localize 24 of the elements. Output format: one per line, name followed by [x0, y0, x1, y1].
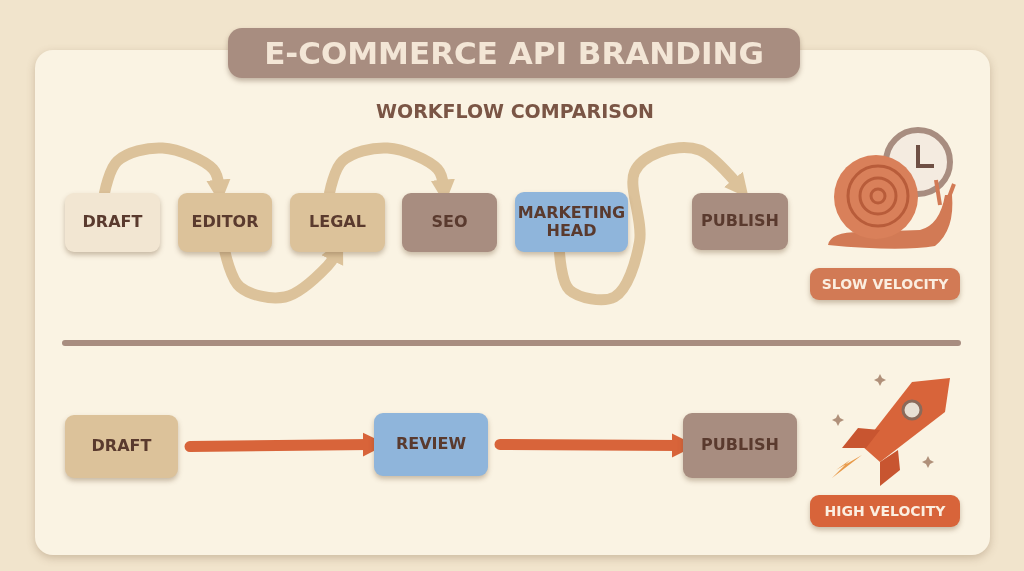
- process-box: [65, 193, 160, 252]
- process-box: [65, 415, 178, 478]
- title-banner: E-COMMERCE API BRANDING: [228, 28, 800, 78]
- subtitle: WORKFLOW COMPARISON: [375, 100, 655, 122]
- box-label: PUBLISH: [701, 212, 779, 231]
- box-label: EDITOR: [191, 213, 259, 232]
- box-label: REVIEW: [395, 435, 467, 454]
- box-label: LEGAL: [309, 213, 366, 232]
- velocity-badge: [810, 495, 960, 527]
- box-label: SEO: [431, 213, 468, 232]
- process-box: [515, 192, 628, 252]
- box-label: HIGH VELOCITY: [824, 502, 946, 520]
- process-box: [402, 193, 497, 252]
- box-label: PUBLISH: [701, 436, 779, 455]
- process-box: [290, 193, 385, 252]
- box-label: SLOW VELOCITY: [821, 275, 949, 293]
- process-box: [374, 413, 488, 476]
- box-label: MARKETING HEAD: [517, 203, 626, 241]
- process-box: [178, 193, 272, 252]
- process-box: [683, 413, 797, 478]
- box-label: DRAFT: [91, 437, 152, 456]
- box-label: DRAFT: [82, 213, 143, 232]
- process-box: [692, 193, 788, 250]
- velocity-badge: [810, 268, 960, 300]
